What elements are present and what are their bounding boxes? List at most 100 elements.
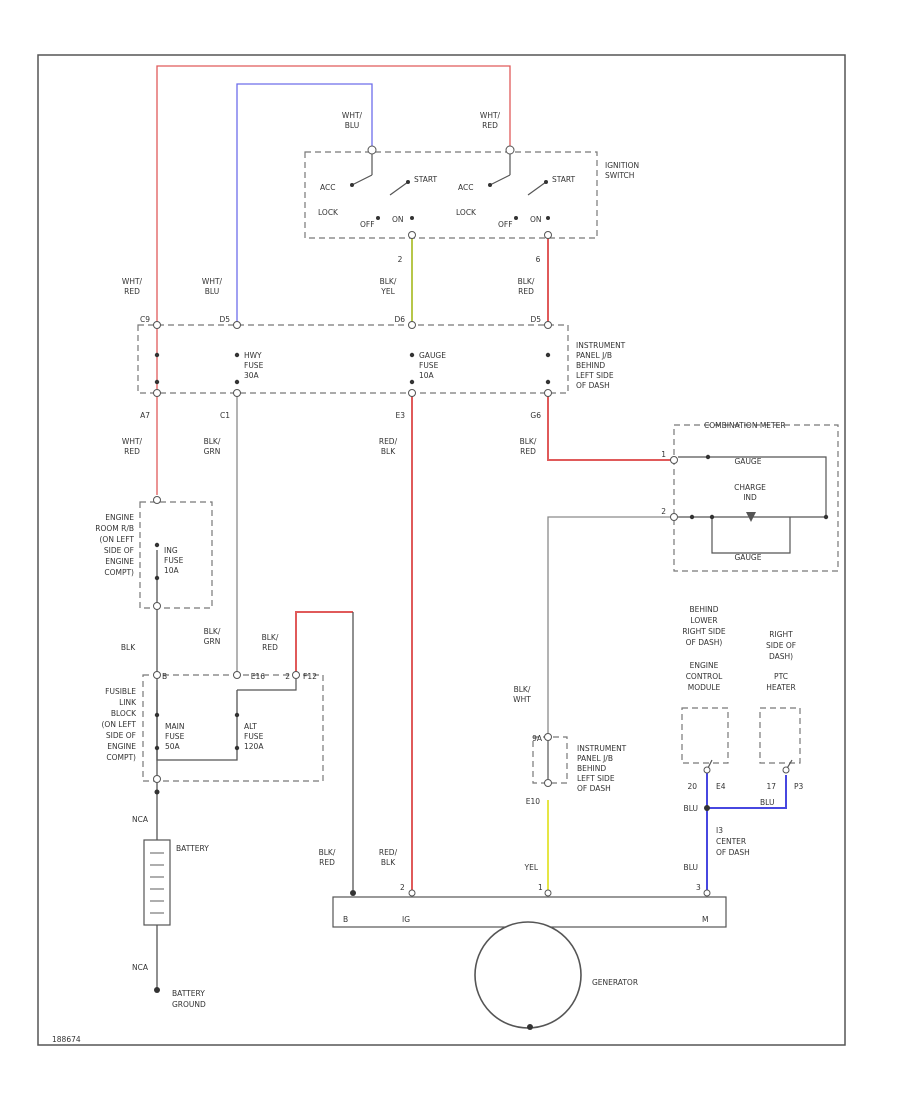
jb-pin-top-2: D5 [219,315,230,324]
ign-pin-right: 6 [536,255,541,264]
fl-label-4: (ON LEFT [101,720,136,729]
fl-main-3: 50A [165,742,181,751]
wire-wht-blu-top [236,83,373,325]
fl-dot-3 [234,712,240,718]
ign-arm-4 [527,181,547,196]
jb-pin-6 [233,389,241,397]
jb-dot-4 [234,379,240,385]
gen-pin-m-dot [703,889,711,897]
yel-label: YEL [524,863,539,872]
ign-arm-1 [351,174,373,186]
fl-e16: E16 [251,672,266,681]
jb2-label-3: BEHIND [577,764,606,773]
charge-ind-lamp-icon [746,512,756,522]
ecm-label-6: CONTROL [686,672,723,681]
ecm-label-5: ENGINE [690,661,719,670]
gen-pin-ig-dot [408,889,416,897]
diagram-frame [37,54,846,1046]
wire-low-blkgrn-1: BLK/ [204,627,221,636]
wire-top-col4-2: RED [518,287,534,296]
bot-blkred-2: RED [319,858,335,867]
fl-2: 2 [285,672,290,681]
wire-main-fuse [156,690,238,761]
battery-label: BATTERY [176,844,209,853]
wire-mid-col4-2: RED [520,447,536,456]
ptc-label-2: SIDE OF [766,641,796,650]
jb-pin-5 [153,389,161,397]
fl-pin-f12 [292,671,300,679]
wire-mid-col2-2: GRN [204,447,221,456]
blu-splice [704,805,710,811]
batt-nca-bottom: NCA [132,963,149,972]
wire-top-col3-1: BLK/ [380,277,397,286]
wire-blu-ptc [707,775,787,809]
gen-pin-1: 1 [538,883,543,892]
jb-pin-bot-3: E3 [395,411,405,420]
engine-room-rb [139,501,213,609]
meter-title: COMBINATION METER [704,421,786,430]
ignition-out-left [408,231,416,239]
wire-low-blkred-1: BLK/ [262,633,279,642]
splice-1: I3 [716,826,723,835]
jb-label-2: PANEL J/B [576,351,612,360]
jb2-label-4: LEFT SIDE [577,774,615,783]
jb-dot-5 [409,352,415,358]
ign-dot-7 [514,216,518,220]
ecm-label-7: MODULE [688,683,721,692]
jb2-pin-bottom [544,779,552,787]
jb-dot-6 [409,379,415,385]
fl-alt-3: 120A [244,742,264,751]
meter-gauge-label-2: GAUGE [735,553,762,562]
ignition-switch-box [304,151,598,239]
jb-pin-bot-1: A7 [140,411,150,420]
ign-acc-2: ACC [458,183,473,192]
er-fuse-1: ING [164,546,178,555]
wire-mid-col1-1: WHT/ [122,437,143,446]
jb-hwy-1: HWY [244,351,262,360]
ecm-label-2: LOWER [690,616,717,625]
jb2-label-5: OF DASH [577,784,611,793]
wire-top-col1-1: WHT/ [122,277,143,286]
fl-main-2: FUSE [165,732,185,741]
fl-dot-1 [154,712,160,718]
jb-pin-7 [408,389,416,397]
fl-label-5: SIDE OF [106,731,136,740]
wire-mid-col3-1: RED/ [379,437,398,446]
generator-icon [474,921,582,1029]
er-label-1: ENGINE [105,513,134,522]
ign-lock-1: LOCK [318,208,339,217]
fl-pin-e16 [233,671,241,679]
ecm-label-1: BEHIND [689,605,718,614]
blu-left: BLU [684,804,698,813]
ignition-out-right [544,231,552,239]
wire-blk-red-low [295,611,353,673]
wire-top-col1-2: RED [124,287,140,296]
er-label-6: COMPT) [104,568,134,577]
jb-gauge-1: GAUGE [419,351,446,360]
gen-pin-b-dot [350,890,356,896]
jb-dot-3 [234,352,240,358]
ignition-pin-left [367,145,377,155]
fl-dot-2 [154,745,160,751]
combination-meter-box [673,424,839,572]
bot-blkred-1: BLK/ [319,848,336,857]
ign-right-input-2: RED [482,121,498,130]
ign-start-2: START [552,175,576,184]
ptc-pin-17: 17 [766,782,776,791]
ecm-pin [703,766,711,774]
ecm-label-3: RIGHT SIDE [682,627,726,636]
diagram-id: 188674 [52,1035,81,1044]
jb-hwy-3: 30A [244,371,260,380]
er-pin-top [153,496,161,504]
wire-low-blkred-2: RED [262,643,278,652]
meter-loop [711,517,791,554]
ign-on-1: ON [392,215,404,224]
meter-gauge-line [678,456,827,517]
ign-dot-6 [410,216,414,220]
fl-label-2: LINK [119,698,137,707]
fl-b: B [162,672,167,681]
batt-ground-2: GROUND [172,1000,206,1009]
battery-ground-icon [154,987,160,993]
ign-lock-2: LOCK [456,208,477,217]
ign-dot-3 [488,183,492,187]
